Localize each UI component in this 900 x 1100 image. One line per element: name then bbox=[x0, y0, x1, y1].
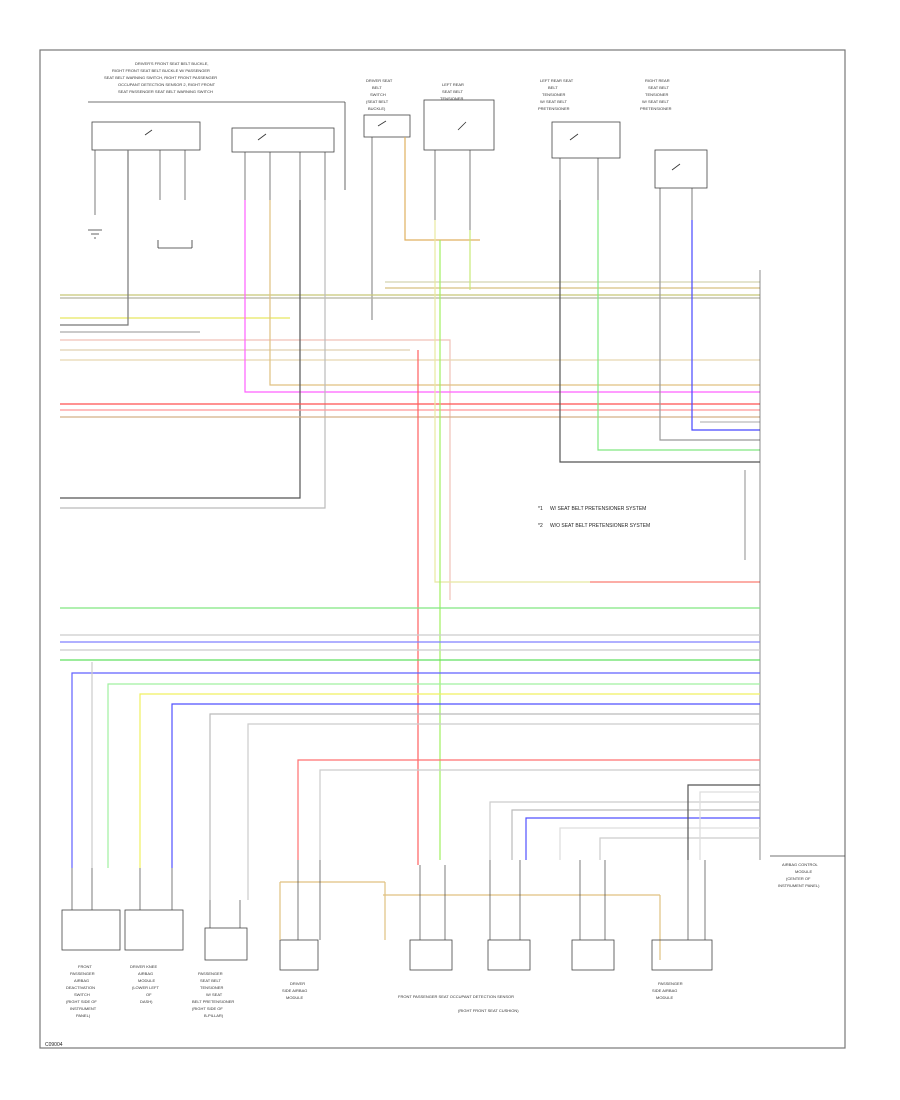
switch-icons bbox=[144, 120, 681, 171]
bottom-label-3-line-3: TENSIONER bbox=[200, 985, 223, 990]
module-pin-ladder bbox=[744, 270, 761, 860]
bottom-label-3-line-6: (RIGHT SIDE OF bbox=[192, 1006, 223, 1011]
top-label-1-line-2: RIGHT FRONT SEAT BELT BUCKLE W/ PASSENGE… bbox=[112, 68, 210, 73]
top-label-1-line-1: DRIVER'S FRONT SEAT BELT BUCKLE, bbox=[135, 61, 209, 66]
bottom-pin-stubs bbox=[71, 860, 706, 940]
wire-harness-lower bbox=[60, 607, 760, 900]
top-label-4-line-3: TENSIONER bbox=[542, 92, 565, 97]
wire-harness-upper bbox=[60, 150, 760, 600]
top-component-box-4 bbox=[423, 99, 495, 151]
top-label-block-3: LEFT REAR SEAT BELT TENSIONER bbox=[440, 82, 464, 101]
top-label-4-line-2: BELT bbox=[548, 85, 558, 90]
module-label-line-4: INSTRUMENT PANEL) bbox=[778, 883, 820, 888]
bottom-label-6-line-1: PASSENGER bbox=[658, 981, 683, 986]
top-label-2-line-4: (SEAT BELT bbox=[366, 99, 389, 104]
bottom-label-3-line-4: W/ SEAT bbox=[206, 992, 223, 997]
bottom-label-1-line-2: PASSENGER bbox=[70, 971, 95, 976]
top-label-block-2: DRIVER SEAT BELT SWITCH (SEAT BELT BUCKL… bbox=[366, 78, 393, 111]
top-label-block-4: LEFT REAR SEAT BELT TENSIONER W/ SEAT BE… bbox=[538, 78, 574, 111]
top-label-5-line-2: SEAT BELT bbox=[648, 85, 669, 90]
legend-marker-1: *1 bbox=[538, 506, 543, 512]
bottom-component-boxes bbox=[61, 881, 713, 971]
footer-id: C09004 bbox=[45, 1042, 63, 1048]
top-label-5-line-3: TENSIONER bbox=[645, 92, 668, 97]
top-label-4-line-5: PRETENSIONER bbox=[538, 106, 570, 111]
bottom-label-3-line-2: SEAT BELT bbox=[200, 978, 221, 983]
bottom-label-4-line-1: DRIVER bbox=[290, 981, 305, 986]
module-label-line-3: (CENTER OF bbox=[786, 876, 811, 881]
module-label-line-2: MODULE bbox=[795, 869, 812, 874]
bottom-label-4-line-2: SIDE AIRBAG bbox=[282, 988, 307, 993]
top-component-box-3 bbox=[363, 114, 411, 138]
top-label-3-line-1: LEFT REAR bbox=[442, 82, 464, 87]
bottom-label-6-line-2: SIDE AIRBAG bbox=[652, 988, 677, 993]
top-label-4-line-4: W/ SEAT BELT bbox=[540, 99, 567, 104]
bottom-label-2: DRIVER KNEE AIRBAG MODULE (LOWER LEFT OF… bbox=[130, 964, 159, 1004]
top-label-1-line-5: SEAT PASSENGER SEAT BELT WARNING SWITCH bbox=[118, 89, 213, 94]
bottom-label-6: PASSENGER SIDE AIRBAG MODULE bbox=[652, 981, 683, 1000]
top-component-box-5 bbox=[551, 121, 621, 159]
top-label-2-line-1: DRIVER SEAT bbox=[366, 78, 393, 83]
top-label-5-line-5: PRETENSIONER bbox=[640, 106, 672, 111]
ground-symbols-top bbox=[88, 229, 193, 249]
bottom-label-2-line-2: AIRBAG bbox=[138, 971, 153, 976]
top-label-1-line-4: OCCUPANT DETECTION SENSOR 2, RIGHT FRONT bbox=[118, 82, 216, 87]
wire-top-middle bbox=[404, 137, 760, 865]
top-label-block-5: RIGHT REAR SEAT BELT TENSIONER W/ SEAT B… bbox=[640, 78, 672, 111]
top-label-3-line-3: TENSIONER bbox=[440, 96, 463, 101]
bottom-label-1-line-8: PANEL) bbox=[76, 1013, 91, 1018]
legend-marker-2: *2 bbox=[538, 523, 543, 529]
bottom-label-6-line-3: MODULE bbox=[656, 995, 673, 1000]
bottom-label-3: PASSENGER SEAT BELT TENSIONER W/ SEAT BE… bbox=[192, 971, 234, 1018]
bottom-label-1-line-6: (RIGHT SIDE OF bbox=[66, 999, 97, 1004]
top-component-box-1 bbox=[91, 121, 201, 151]
top-label-1-line-3: SEAT BELT WARNING SWITCH, RIGHT FRONT PA… bbox=[104, 75, 217, 80]
bottom-label-2-line-1: DRIVER KNEE bbox=[130, 964, 157, 969]
top-component-box-6 bbox=[654, 149, 708, 189]
top-label-5-line-1: RIGHT REAR bbox=[645, 78, 670, 83]
top-label-2-line-3: SWITCH bbox=[370, 92, 386, 97]
bottom-label-5-line-1: FRONT PASSENGER SEAT OCCUPANT DETECTION … bbox=[398, 994, 514, 999]
airbag-control-module: AIRBAG CONTROL MODULE (CENTER OF INSTRUM… bbox=[770, 855, 845, 888]
top-label-2-line-5: BUCKLE) bbox=[368, 106, 386, 111]
legend-text-2: W/O SEAT BELT PRETENSIONER SYSTEM bbox=[550, 523, 650, 529]
bottom-label-1-line-3: AIRBAG bbox=[74, 978, 89, 983]
bottom-label-1-line-1: FRONT bbox=[78, 964, 92, 969]
bottom-label-1-line-7: INSTRUMENT bbox=[70, 1006, 97, 1011]
bottom-label-3-line-5: BELT PRETENSIONER bbox=[192, 999, 234, 1004]
top-label-block-1: DRIVER'S FRONT SEAT BELT BUCKLE, RIGHT F… bbox=[104, 61, 217, 94]
top-label-5-line-4: W/ SEAT BELT bbox=[642, 99, 669, 104]
bottom-label-3-line-1: PASSENGER bbox=[198, 971, 223, 976]
legend-text-1: W/ SEAT BELT PRETENSIONER SYSTEM bbox=[550, 506, 646, 512]
diagram-frame bbox=[39, 49, 846, 1049]
bottom-label-4: DRIVER SIDE AIRBAG MODULE bbox=[282, 981, 307, 1000]
bottom-label-2-line-4: (LOWER LEFT bbox=[132, 985, 159, 990]
top-stubs bbox=[94, 137, 693, 320]
bottom-label-1-line-5: SWITCH bbox=[74, 992, 90, 997]
bottom-label-2-line-6: DASH) bbox=[140, 999, 153, 1004]
bottom-label-2-line-5: OF bbox=[146, 992, 152, 997]
bottom-label-1-line-4: DEACTIVATION bbox=[66, 985, 95, 990]
bottom-label-1: FRONT PASSENGER AIRBAG DEACTIVATION SWIT… bbox=[66, 964, 97, 1018]
legend: *1 W/ SEAT BELT PRETENSIONER SYSTEM *2 W… bbox=[538, 506, 650, 529]
top-label-3-line-2: SEAT BELT bbox=[442, 89, 463, 94]
top-label-4-line-1: LEFT REAR SEAT bbox=[540, 78, 574, 83]
top-label-2-line-2: BELT bbox=[372, 85, 382, 90]
bottom-label-5-line-2: (RIGHT FRONT SEAT CUSHION) bbox=[458, 1008, 519, 1013]
bottom-label-2-line-3: MODULE bbox=[138, 978, 155, 983]
bottom-label-5: FRONT PASSENGER SEAT OCCUPANT DETECTION … bbox=[398, 994, 519, 1013]
top-component-box-2 bbox=[231, 127, 335, 153]
bottom-label-4-line-3: MODULE bbox=[286, 995, 303, 1000]
bottom-label-3-line-7: B-PILLAR) bbox=[204, 1013, 224, 1018]
module-label-line-1: AIRBAG CONTROL bbox=[782, 862, 819, 867]
